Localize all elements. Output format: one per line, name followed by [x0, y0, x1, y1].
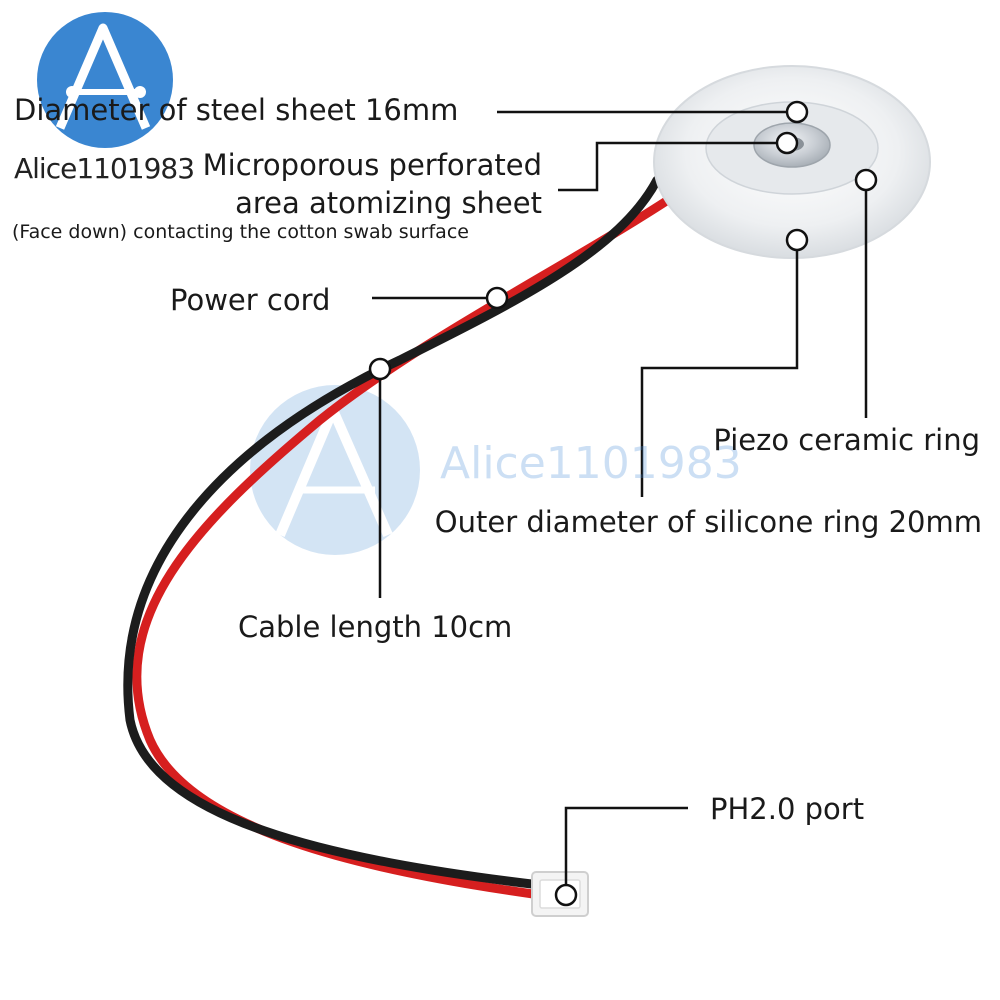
dot-steel-sheet — [785, 100, 809, 124]
label-port: PH2.0 port — [710, 792, 865, 826]
dot-silicone — [785, 228, 809, 252]
atomizer-disc — [653, 65, 931, 259]
label-atomizing-line2: area atomizing sheet — [235, 186, 542, 220]
leader-atomizing — [558, 141, 787, 192]
dot-power-cord — [485, 286, 509, 310]
label-piezo-ring: Piezo ceramic ring — [713, 423, 980, 457]
label-atomizing-note: (Face down) contacting the cotton swab s… — [12, 221, 469, 243]
leader-port — [564, 806, 688, 895]
dot-cable-length — [368, 357, 392, 381]
label-cable-length: Cable length 10cm — [238, 610, 513, 644]
leader-lines — [372, 110, 868, 895]
leader-silicone — [640, 240, 799, 497]
label-steel-sheet: Diameter of steel sheet 16mm — [14, 93, 459, 127]
brand-logo-text: Alice1101983 — [14, 152, 195, 185]
label-atomizing-line1: Microporous perforated — [202, 148, 542, 182]
black-wire — [123, 175, 662, 890]
dot-piezo — [854, 168, 878, 192]
cable — [123, 175, 673, 900]
label-silicone-ring: Outer diameter of silicone ring 20mm — [434, 505, 982, 539]
watermark-text: Alice1101983 — [440, 438, 742, 489]
label-power-cord: Power cord — [170, 283, 331, 317]
leader-dots — [368, 100, 878, 907]
brand-logo-icon — [37, 12, 173, 148]
dot-atomizing — [775, 131, 799, 155]
dot-port — [554, 883, 578, 907]
